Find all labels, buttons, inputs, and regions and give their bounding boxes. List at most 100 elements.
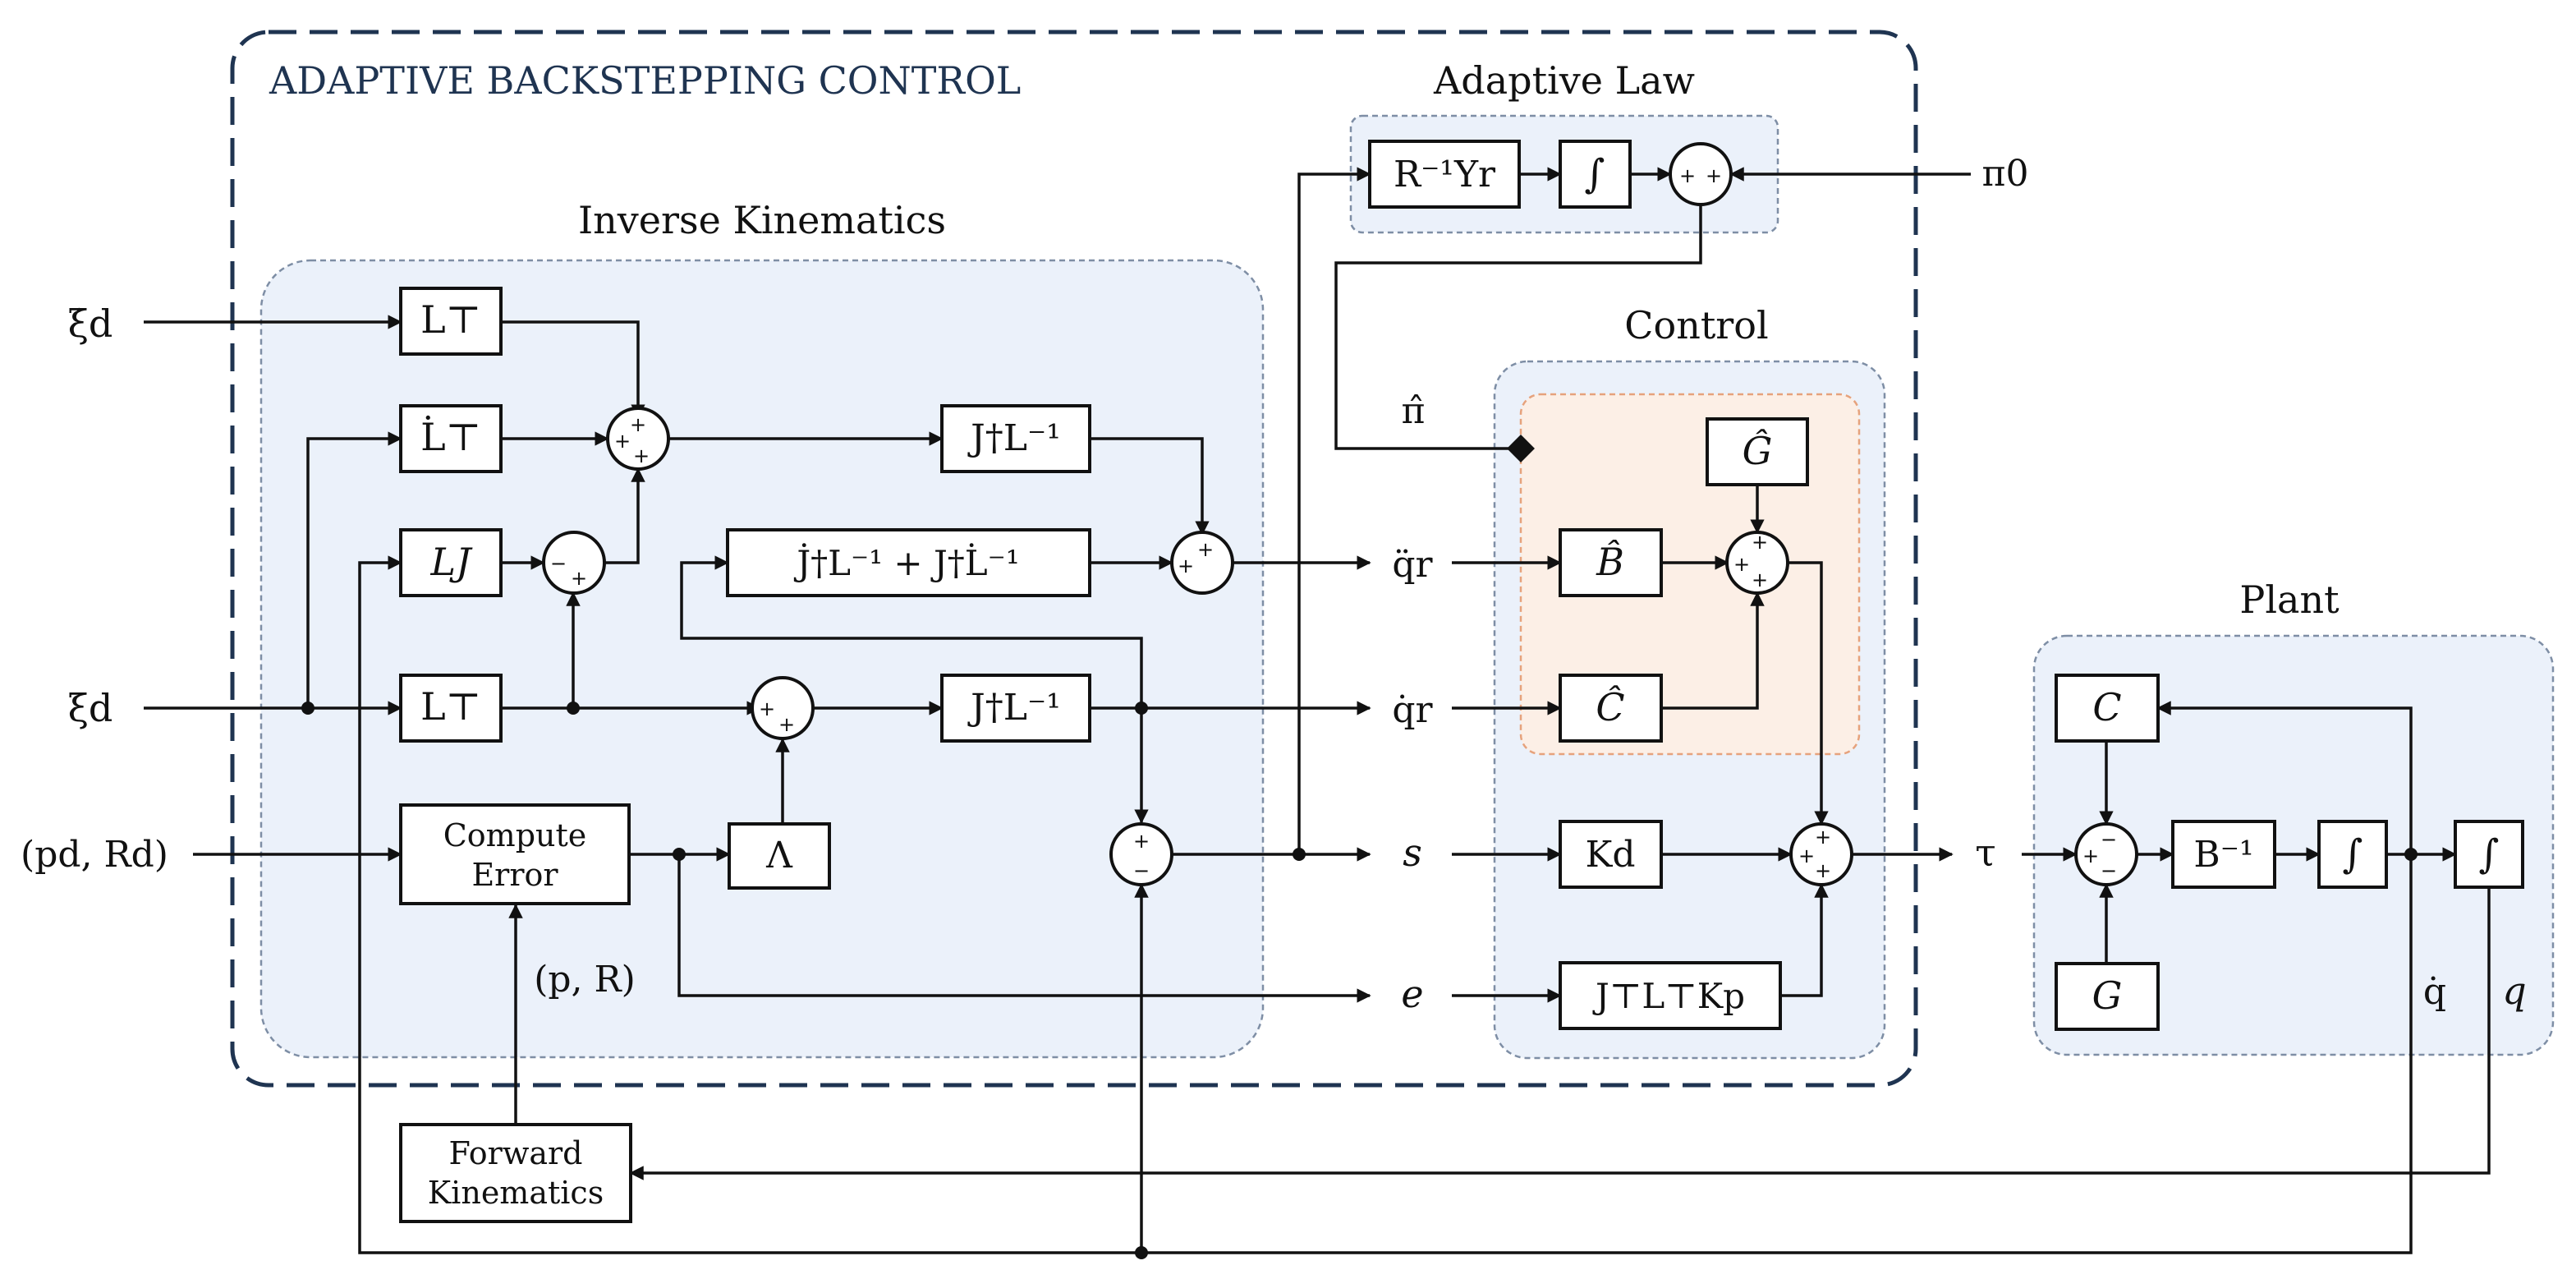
signal-xi-d: ξd [68,686,113,730]
svg-text:B⁻¹: B⁻¹ [2193,834,2253,876]
svg-text:C: C [2092,685,2121,729]
svg-text:−: − [2101,828,2117,851]
svg-text:+: + [1752,531,1768,554]
block-kd: Kd [1559,820,1663,889]
svg-text:L⊤: L⊤ [420,297,481,342]
svg-text:J⊤L⊤Kp: J⊤L⊤Kp [1592,976,1745,1016]
svg-text:+: + [1733,553,1750,576]
block-g-hat: Ĝ [1706,417,1809,486]
svg-text:+: + [1752,568,1768,591]
svg-text:+: + [1133,830,1150,853]
block-compute-error: Compute Error [399,803,631,905]
svg-text:+: + [1197,538,1214,561]
block-c-hat: Ĉ [1559,674,1663,743]
svg-text:∫: ∫ [2478,831,2499,877]
svg-text:J†L⁻¹: J†L⁻¹ [967,687,1061,729]
signal-s: s [1403,830,1422,875]
sum-junction-6: + + + [1725,531,1789,595]
block-g-plant: G [2055,962,2160,1031]
svg-text:+: + [759,697,775,720]
svg-text:+: + [633,444,650,467]
sum-junction-4: + + [751,676,815,740]
block-ldot-t: L̇⊤ [399,404,503,473]
block-lt-mid: L⊤ [399,674,503,743]
block-c-plant: C [2055,674,2160,743]
sum-junction-adaptive: + + [1669,142,1733,206]
svg-text:+: + [1679,164,1696,187]
svg-text:Λ: Λ [765,835,793,876]
signal-q-ddot-r: q̈r [1392,544,1433,586]
svg-text:+: + [630,413,646,436]
svg-text:L⊤: L⊤ [420,684,481,729]
sum-junction-plant: + − − [2074,822,2138,886]
svg-text:∫: ∫ [1584,151,1605,197]
signal-tau: τ [1975,830,1995,875]
svg-text:Error: Error [471,857,558,893]
plant-panel [2032,634,2555,1056]
svg-text:Kinematics: Kinematics [428,1175,604,1211]
inverse-kinematics-panel [259,259,1265,1059]
svg-text:LJ: LJ [430,540,474,584]
block-r-inv-y: R⁻¹Yr [1368,140,1521,209]
svg-text:G: G [2092,973,2123,1018]
control-title: Control [1624,303,1768,347]
sum-junction-3: + + [1170,531,1234,595]
signal-q: q [2502,968,2526,1013]
svg-text:J̇†L⁻¹ + J†L̇⁻¹: J̇†L⁻¹ + J†L̇⁻¹ [793,542,1019,583]
block-integrator-2: ∫ [2454,820,2524,889]
svg-text:R⁻¹Yr: R⁻¹Yr [1394,154,1496,196]
block-lj: LJ [399,528,503,597]
sum-junction-5: + − [1109,822,1173,886]
svg-text:+: + [1706,164,1722,187]
block-b-inverse: B⁻¹ [2171,820,2276,889]
signal-pi0: π0 [1982,153,2029,195]
svg-text:J†L⁻¹: J†L⁻¹ [967,417,1061,459]
signal-q-dot: q̇ [2423,971,2446,1013]
svg-text:Kd: Kd [1585,834,1635,876]
plant-title: Plant [2239,577,2340,622]
svg-text:−: − [550,552,567,575]
svg-text:−: − [2101,859,2117,882]
block-jt-lt-kp: J⊤L⊤Kp [1559,961,1782,1030]
block-jdag-linv-mid: J†L⁻¹ [940,674,1091,743]
svg-text:−: − [1133,859,1150,882]
block-jdag-linv-top: J†L⁻¹ [940,404,1091,473]
sum-junction-2: − + [542,531,606,595]
signal-p-r: (p, R) [534,959,636,1001]
svg-text:+: + [1798,844,1815,867]
svg-text:+: + [614,430,631,453]
signal-q-dot-r: q̇r [1392,689,1433,731]
sum-junction-1: + + + [606,407,670,471]
signal-xi-dot-d: ξ̇d [68,301,113,346]
diagram-title: ADAPTIVE BACKSTEPPING CONTROL [269,58,1021,103]
sum-junction-7: + + + [1789,822,1853,886]
adaptive-law-title: Adaptive Law [1433,58,1695,103]
svg-text:Ĉ: Ĉ [1596,684,1624,729]
svg-text:Ĝ: Ĝ [1743,428,1773,473]
signal-e: e [1401,972,1423,1016]
block-integrator-1: ∫ [2317,820,2388,889]
svg-text:L̇⊤: L̇⊤ [420,415,481,459]
svg-text:+: + [2082,844,2099,867]
signal-wires [144,167,2491,1254]
svg-text:Forward: Forward [448,1135,582,1171]
block-b-hat: B̂ [1559,528,1663,597]
svg-text:+: + [1178,554,1194,577]
svg-text:+: + [778,713,795,736]
block-integrator-adaptive: ∫ [1559,140,1632,209]
svg-text:+: + [571,567,587,590]
inverse-kinematics-title: Inverse Kinematics [578,198,946,242]
block-lt-top: L⊤ [399,287,503,356]
block-lambda: Λ [728,822,831,890]
svg-text:+: + [1815,859,1831,882]
svg-text:∫: ∫ [2342,831,2362,877]
signal-p-r-d: (pd, Rd) [21,834,168,876]
svg-text:+: + [1815,826,1831,849]
junction-dots [301,435,2418,1259]
svg-text:B̂: B̂ [1596,540,1624,584]
block-forward-kinematics: Forward Kinematics [399,1123,632,1223]
signal-pi-hat: π̂ [1402,390,1426,432]
adaptive-backstepping-frame [230,30,1918,1088]
block-jdag-combo: J̇†L⁻¹ + J†L̇⁻¹ [726,528,1091,597]
